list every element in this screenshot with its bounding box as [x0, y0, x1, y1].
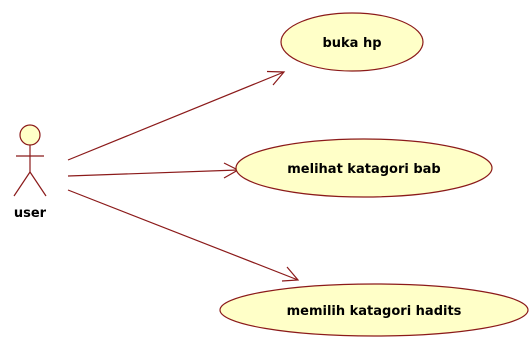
use-case-ellipse — [235, 138, 493, 198]
actor-left-leg — [13, 171, 31, 197]
use-case-buka-hp[interactable]: buka hp — [280, 12, 424, 72]
association-line — [67, 71, 285, 161]
use-case-label: melihat katagori bab — [287, 162, 440, 177]
association-buka-hp[interactable] — [67, 70, 286, 161]
arrowhead — [281, 266, 300, 282]
use-case-ellipse — [219, 283, 529, 337]
use-case-label: memilih katagori hadits — [287, 304, 462, 319]
actor-label: user — [14, 206, 47, 221]
actor-user[interactable]: user — [13, 124, 47, 221]
actor-head — [19, 124, 41, 146]
arrowhead — [266, 70, 286, 86]
use-case-melihat-katagori-bab[interactable]: melihat katagori bab — [235, 138, 493, 198]
association-line — [67, 189, 299, 281]
use-case-label: buka hp — [322, 36, 381, 51]
association-melihat-katagori-bab[interactable] — [67, 162, 240, 179]
use-case-memilih-katagori-hadits[interactable]: memilih katagori hadits — [219, 283, 529, 337]
association-line — [67, 169, 239, 177]
actor-right-leg — [29, 171, 47, 197]
use-case-ellipse — [280, 12, 424, 72]
association-memilih-katagori-hadits[interactable] — [67, 189, 300, 282]
